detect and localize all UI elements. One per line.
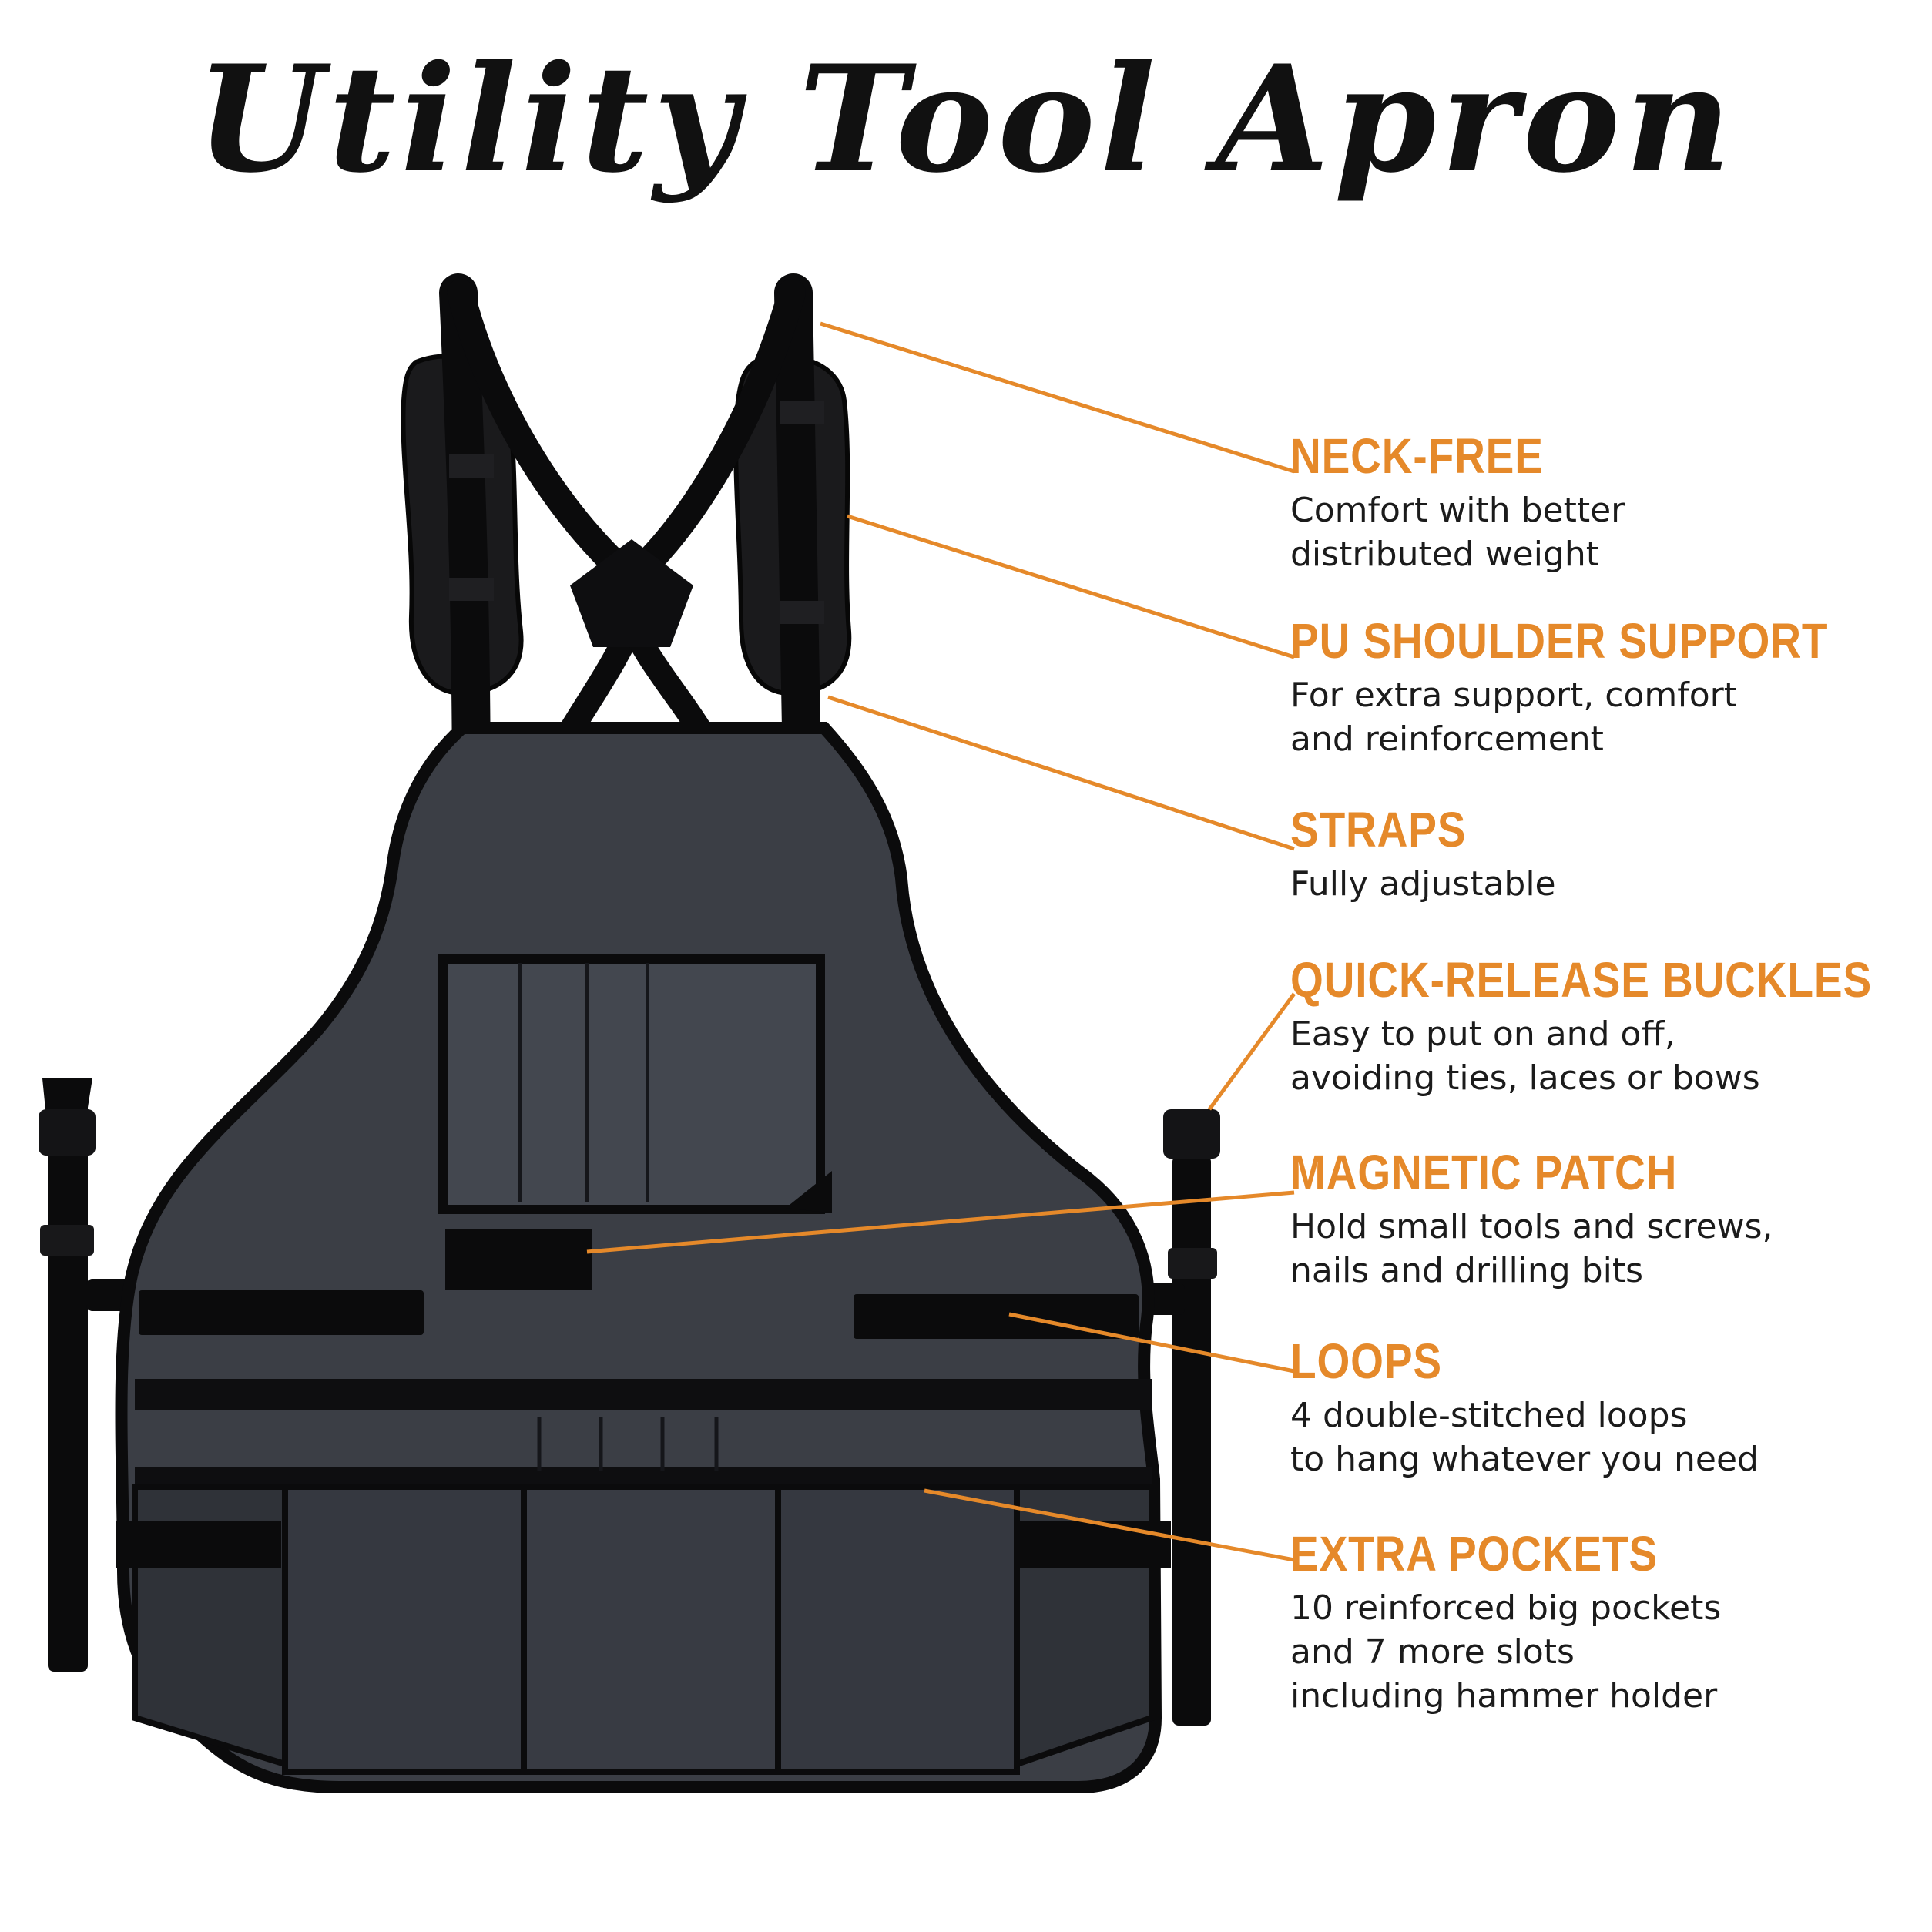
feature-description: 10 reinforced big pockets bbox=[1290, 1588, 1722, 1628]
strap-cross-patch bbox=[570, 539, 693, 647]
feature-callout: MAGNETIC PATCH Hold small tools and screw… bbox=[1290, 1148, 1907, 1293]
feature-description: Comfort with better bbox=[1290, 491, 1625, 530]
magnetic-patch bbox=[445, 1229, 592, 1290]
feature-heading: NECK-FREE bbox=[1290, 428, 1544, 484]
feature-heading: MAGNETIC PATCH bbox=[1290, 1145, 1678, 1200]
feature-callout: NECK-FREE Comfort with better distributed … bbox=[1290, 431, 1907, 576]
feature-description: Fully adjustable bbox=[1290, 864, 1556, 904]
feature-description: distributed weight bbox=[1290, 535, 1600, 574]
feature-description: For extra support, comfort bbox=[1290, 676, 1737, 715]
left-waist-strap bbox=[39, 1078, 132, 1672]
feature-description: Easy to put on and off, bbox=[1290, 1015, 1675, 1054]
bottom-pockets bbox=[116, 1379, 1171, 1775]
feature-callout: PU SHOULDER SUPPORT For extra support, co… bbox=[1290, 616, 1907, 761]
feature-heading: LOOPS bbox=[1290, 1333, 1442, 1389]
left-loop bbox=[139, 1290, 424, 1335]
page-title: Utility Tool Apron bbox=[196, 33, 1736, 205]
right-buckle-icon bbox=[1163, 1109, 1220, 1159]
callout-lines bbox=[586, 321, 1296, 1562]
feature-description: and 7 more slots bbox=[1290, 1632, 1575, 1672]
feature-heading: STRAPS bbox=[1290, 802, 1467, 857]
feature-description: avoiding ties, laces or bows bbox=[1290, 1058, 1760, 1098]
feature-callout: STRAPS Fully adjustable bbox=[1290, 805, 1907, 906]
feature-description: including hammer holder bbox=[1290, 1676, 1718, 1716]
feature-description: to hang whatever you need bbox=[1290, 1440, 1759, 1479]
feature-heading: EXTRA POCKETS bbox=[1290, 1526, 1659, 1581]
feature-heading: PU SHOULDER SUPPORT bbox=[1290, 613, 1829, 669]
feature-description: 4 double-stitched loops bbox=[1290, 1396, 1688, 1435]
chest-pocket bbox=[438, 954, 832, 1214]
feature-description: and reinforcement bbox=[1290, 719, 1604, 759]
feature-description: Hold small tools and screws, bbox=[1290, 1207, 1773, 1246]
feature-callout: QUICK-RELEASE BUCKLES Easy to put on and … bbox=[1290, 955, 1907, 1100]
feature-description: nails and drilling bits bbox=[1290, 1251, 1644, 1290]
left-buckle-icon bbox=[39, 1109, 96, 1156]
feature-heading: QUICK-RELEASE BUCKLES bbox=[1290, 952, 1873, 1008]
